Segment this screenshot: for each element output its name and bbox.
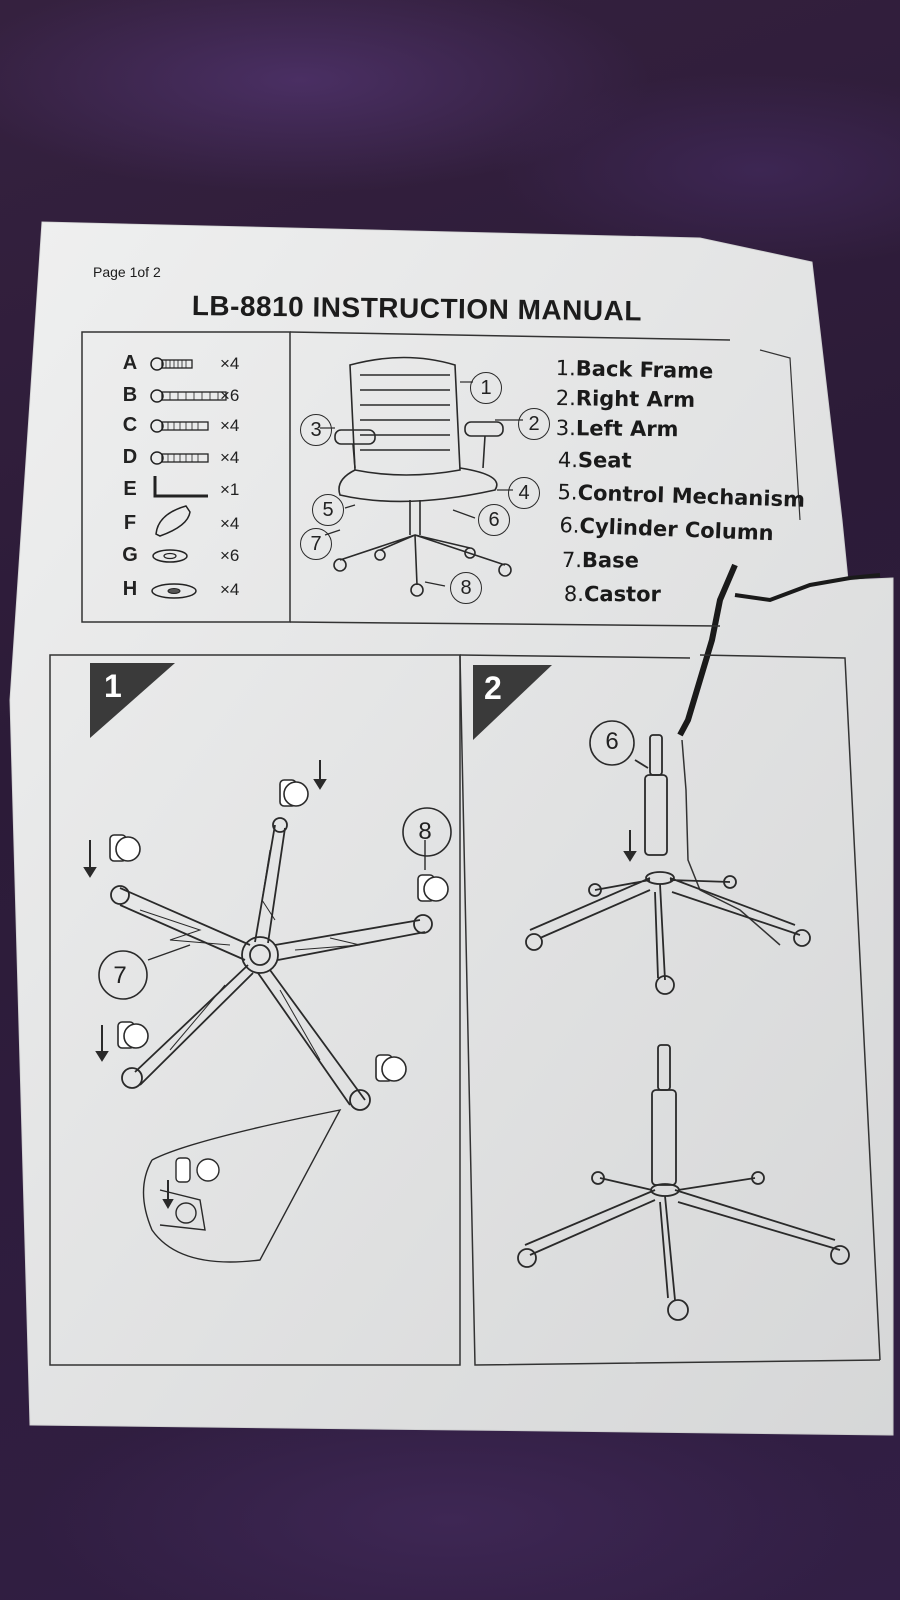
hardware-quantity: ×6 xyxy=(220,386,240,405)
component-item: 1.Back Frame xyxy=(555,356,713,383)
hardware-letter: E xyxy=(123,478,137,500)
step-2-callout-cylinder-circle xyxy=(589,720,635,766)
step-1-callout-castor: 8 xyxy=(418,818,432,845)
component-number: 6. xyxy=(559,513,581,538)
component-name: Castor xyxy=(583,582,661,607)
step-1-callout-base: 7 xyxy=(113,962,127,989)
hardware-letter: A xyxy=(122,352,138,374)
component-name: Right Arm xyxy=(575,386,696,412)
left-arm-shape xyxy=(334,429,376,445)
bolt-medium-icon xyxy=(150,418,212,439)
hardware-quantity: ×6 xyxy=(220,546,240,565)
wedge-icon xyxy=(150,504,194,543)
seat-shape xyxy=(338,467,498,503)
bolt-long-icon xyxy=(150,388,230,409)
step-1-callout-base-circle xyxy=(98,950,148,1000)
hardware-letter: F xyxy=(123,512,137,534)
hardware-quantity: ×4 xyxy=(220,416,240,435)
component-number: 2. xyxy=(555,386,577,411)
step-1-callout-castor-circle xyxy=(402,807,452,857)
component-item: 3.Left Arm xyxy=(556,416,679,441)
hardware-letter: C xyxy=(122,414,138,436)
chair-callout-3: 3 xyxy=(300,414,332,446)
step-2-diagram xyxy=(517,734,850,1321)
step-2-callout-cylinder: 6 xyxy=(605,728,619,755)
chair-callout-7: 7 xyxy=(300,528,332,560)
component-item: 8.Castor xyxy=(564,582,661,606)
hardware-quantity: ×4 xyxy=(220,354,240,373)
hardware-quantity: ×4 xyxy=(220,514,240,533)
component-name: Left Arm xyxy=(575,416,679,442)
chair-callout-5: 5 xyxy=(312,494,344,526)
castor-icons xyxy=(109,779,449,1082)
washer-icon xyxy=(150,548,194,569)
component-number: 8. xyxy=(563,582,585,607)
large-washer-icon xyxy=(150,582,202,605)
hardware-letter: H xyxy=(122,578,138,600)
component-name: Seat xyxy=(577,448,632,473)
chair-callout-8: 8 xyxy=(450,572,482,604)
component-number: 5. xyxy=(557,480,579,505)
allen-key-icon xyxy=(150,474,212,505)
chair-callout-6: 6 xyxy=(478,504,510,536)
hardware-quantity: ×4 xyxy=(220,580,240,599)
component-number: 7. xyxy=(561,548,583,573)
chair-callout-1: 1 xyxy=(470,372,502,404)
component-number: 4. xyxy=(557,448,579,473)
bolt-short-icon xyxy=(150,356,200,377)
hardware-letter: G xyxy=(122,544,138,566)
back-frame-shape xyxy=(349,356,461,476)
component-name: Back Frame xyxy=(575,356,714,384)
component-number: 1. xyxy=(555,356,577,381)
step-1-diagram xyxy=(83,760,449,1263)
component-item: 2.Right Arm xyxy=(556,386,696,412)
hardware-letter: D xyxy=(122,446,138,468)
manual-title: LB-8810 INSTRUCTION MANUAL xyxy=(191,290,643,327)
bolt-medium-icon xyxy=(150,450,212,471)
step-2-number: 2 xyxy=(484,670,502,706)
right-arm-shape xyxy=(464,421,504,437)
step-2-insert-arrow xyxy=(623,830,637,862)
hardware-letter: B xyxy=(122,384,138,406)
hardware-quantity: ×1 xyxy=(220,480,240,499)
component-name: Base xyxy=(581,548,639,573)
chair-callout-2: 2 xyxy=(518,408,550,440)
chair-callout-4: 4 xyxy=(508,477,540,509)
chair-overview-diagram xyxy=(320,356,523,597)
insert-arrows xyxy=(83,760,327,1062)
step-1-number: 1 xyxy=(104,668,122,704)
component-number: 3. xyxy=(555,416,577,441)
component-item: 4.Seat xyxy=(558,448,632,473)
component-item: 7.Base xyxy=(562,548,639,573)
page-number-label: Page 1of 2 xyxy=(93,264,161,280)
hardware-quantity: ×4 xyxy=(220,448,240,467)
